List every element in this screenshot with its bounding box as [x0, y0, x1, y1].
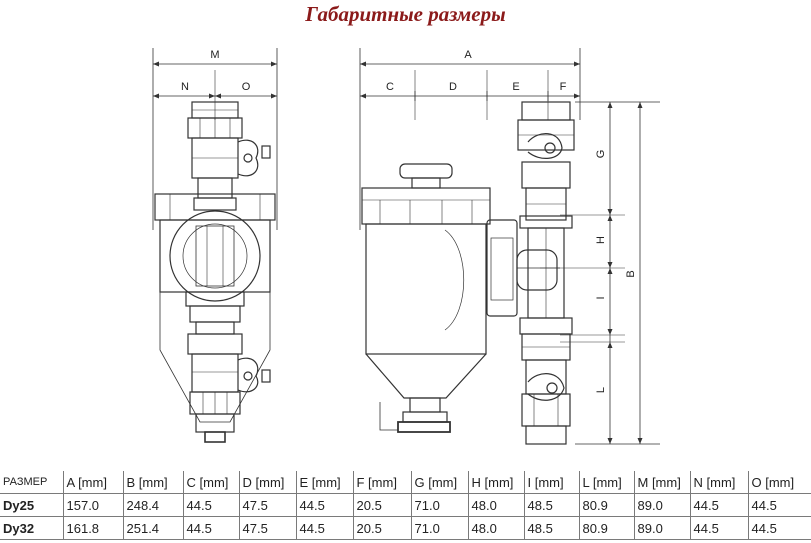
label-e: E: [512, 81, 519, 93]
table-row: Dy25 157.0 248.4 44.5 47.5 44.5 20.5 71.…: [0, 493, 811, 517]
table-cell: 48.5: [523, 516, 580, 540]
table-cell: 157.0: [62, 493, 124, 517]
right-view: A C D E F G H I L B: [359, 48, 660, 445]
table-cell: 20.5: [352, 493, 412, 517]
table-cell: 44.5: [747, 493, 811, 517]
dimensions-table: РАЗМЕР A [mm] B [mm] C [mm] D [mm] E [mm…: [0, 471, 811, 540]
table-cell: 251.4: [122, 516, 184, 540]
page-title: Габаритные размеры: [305, 2, 506, 26]
table-cell: 80.9: [578, 516, 635, 540]
table-cell: 161.8: [62, 516, 124, 540]
table-row: Dy32 161.8 251.4 44.5 47.5 44.5 20.5 71.…: [0, 516, 811, 540]
label-b: B: [625, 270, 637, 277]
label-f: F: [560, 81, 567, 93]
table-cell: 44.5: [689, 493, 749, 517]
table-cell: 48.5: [523, 493, 580, 517]
table-cell: 48.0: [467, 493, 525, 517]
label-n: N: [181, 81, 189, 93]
table-cell: 44.5: [182, 493, 240, 517]
table-header-cell: C [mm]: [182, 471, 240, 494]
label-i: I: [595, 296, 607, 299]
table-cell: 44.5: [295, 516, 354, 540]
table-cell: 80.9: [578, 493, 635, 517]
table-header-cell: G [mm]: [410, 471, 469, 494]
label-l: L: [595, 387, 607, 393]
label-o: O: [242, 81, 251, 93]
table-cell: 44.5: [295, 493, 354, 517]
label-h: H: [595, 236, 607, 244]
table-header-cell: O [mm]: [747, 471, 811, 494]
table-header-row: РАЗМЕР A [mm] B [mm] C [mm] D [mm] E [mm…: [0, 471, 811, 494]
table-cell: 71.0: [410, 493, 469, 517]
table-cell: 44.5: [689, 516, 749, 540]
table-cell: 47.5: [238, 516, 297, 540]
table-header-cell: D [mm]: [238, 471, 297, 494]
table-cell: 48.0: [467, 516, 525, 540]
table-header-cell: N [mm]: [689, 471, 749, 494]
table-header-cell: РАЗМЕР: [0, 471, 64, 494]
table-header-cell: B [mm]: [122, 471, 184, 494]
table-header-cell: A [mm]: [62, 471, 124, 494]
table-cell: 47.5: [238, 493, 297, 517]
table-cell: 89.0: [633, 493, 691, 517]
table-header-cell: F [mm]: [352, 471, 412, 494]
label-m: M: [210, 49, 219, 61]
table-header-cell: H [mm]: [467, 471, 525, 494]
table-row-name: Dy25: [0, 493, 64, 517]
label-g: G: [595, 150, 607, 159]
table-cell: 44.5: [747, 516, 811, 540]
table-header-cell: E [mm]: [295, 471, 354, 494]
table-cell: 44.5: [182, 516, 240, 540]
left-view: M N O: [152, 48, 278, 443]
technical-drawing: M N O: [152, 48, 660, 445]
table-header-cell: M [mm]: [633, 471, 691, 494]
label-d: D: [449, 81, 457, 93]
table-header-cell: L [mm]: [578, 471, 635, 494]
label-c: C: [386, 81, 394, 93]
table-cell: 248.4: [122, 493, 184, 517]
table-cell: 20.5: [352, 516, 412, 540]
table-cell: 71.0: [410, 516, 469, 540]
table-header-cell: I [mm]: [523, 471, 580, 494]
label-a: A: [464, 49, 472, 61]
table-cell: 89.0: [633, 516, 691, 540]
table-row-name: Dy32: [0, 516, 64, 540]
